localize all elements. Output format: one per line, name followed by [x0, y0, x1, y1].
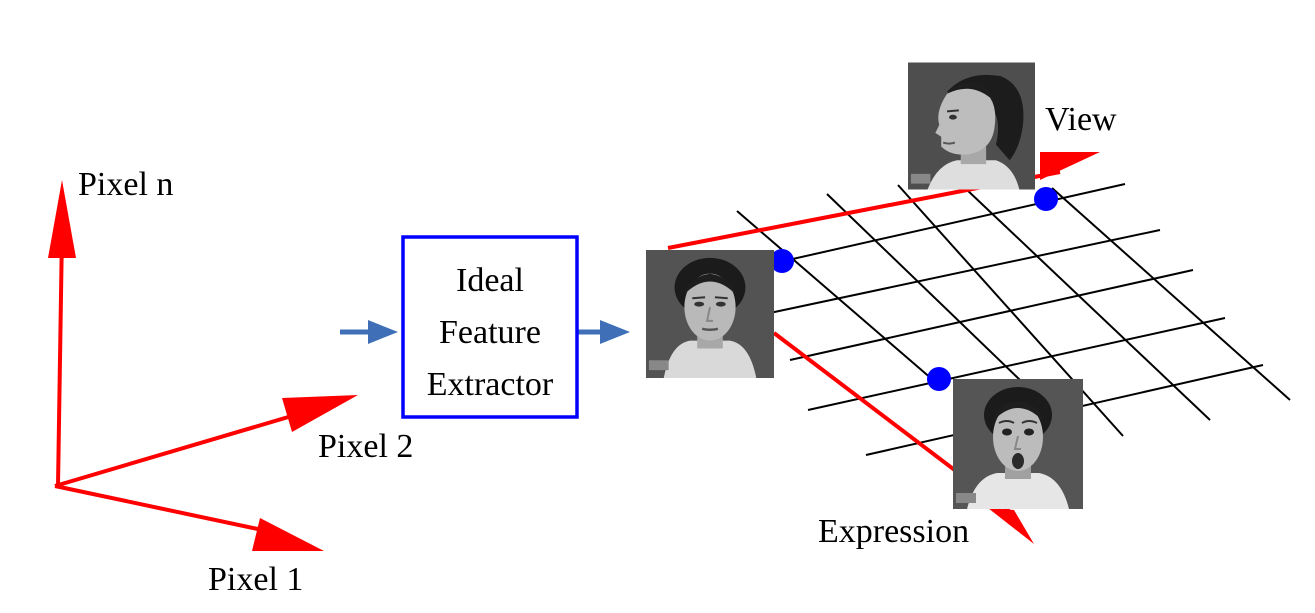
axis-pixel-1 — [54, 484, 273, 534]
label-pixel-2: Pixel 2 — [318, 428, 413, 465]
label-view: View — [1045, 101, 1117, 138]
sample-point-dot — [1034, 187, 1058, 211]
box-label-line2: Feature — [439, 314, 541, 351]
sample-point-dot — [770, 249, 794, 273]
box-label-line3: Extractor — [427, 366, 554, 403]
box-label-line1: Ideal — [456, 262, 524, 299]
arrowhead-pixel-n — [48, 180, 76, 258]
arrowhead-view — [1040, 152, 1100, 180]
feature-extractor-box — [401, 235, 579, 419]
label-expression: Expression — [818, 513, 969, 550]
face-image-view — [908, 62, 1035, 190]
axis-pixel-n — [56, 231, 64, 487]
axis-pixel-2 — [54, 408, 313, 488]
label-pixel-n: Pixel n — [78, 166, 173, 203]
face-image-center — [645, 250, 775, 378]
input-arrow — [340, 320, 398, 344]
output-arrow — [572, 320, 630, 344]
arrowhead-pixel-2 — [282, 395, 358, 432]
label-pixel-1: Pixel 1 — [208, 561, 303, 598]
pixel-axes — [48, 180, 358, 551]
sample-point-dot — [927, 367, 951, 391]
arrowhead-expression — [988, 508, 1034, 544]
arrowhead-pixel-1 — [252, 518, 324, 551]
manifold-grid — [734, 183, 1291, 456]
face-image-expression — [953, 379, 1083, 509]
